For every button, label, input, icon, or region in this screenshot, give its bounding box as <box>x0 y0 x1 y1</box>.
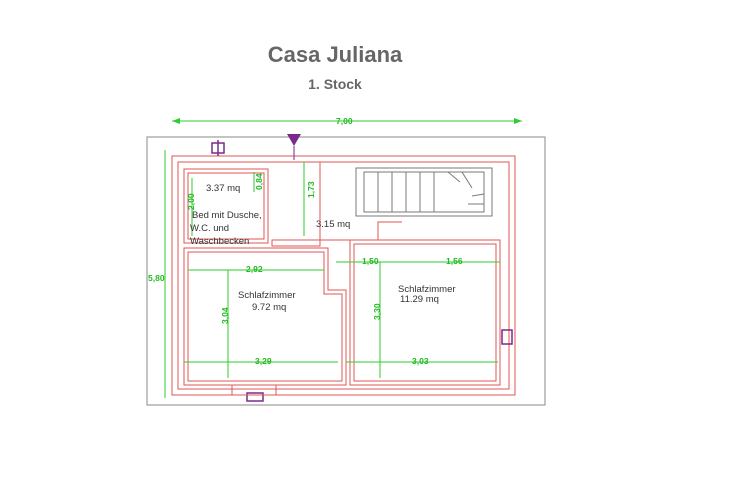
floor-subtitle: 1. Stock <box>308 76 362 92</box>
total-width-label: 7,00 <box>336 116 353 126</box>
plot-outline <box>146 136 546 406</box>
bottom-wall-opening <box>231 384 277 396</box>
bottom-right-label: 3,03 <box>412 356 429 366</box>
bath-window-label: 0,84 <box>254 173 264 190</box>
bath-area: 3.37 mq <box>206 183 240 194</box>
bath-name-line-1: Bed mit Dusche, <box>192 210 262 221</box>
bedroom-left-wall-inner <box>187 251 343 382</box>
left-room-height-label: 3,04 <box>220 307 230 324</box>
bedroom-right-area: 11.29 mq <box>400 294 439 305</box>
bath-wall <box>183 168 269 244</box>
bath-name-line-3: Waschbecken <box>190 236 249 247</box>
bedroom-right-wall <box>349 239 501 386</box>
entrance-marker <box>287 134 301 146</box>
staircase <box>355 167 493 217</box>
hall-depth-label: 1,73 <box>306 181 316 198</box>
right-room-height-label: 3,30 <box>372 303 382 320</box>
right-col-2-label: 1,56 <box>446 256 463 266</box>
plan-title: Casa Juliana <box>267 42 403 67</box>
outer-wall <box>171 155 516 396</box>
bottom-wall-window <box>246 392 264 402</box>
hall-area: 3.15 mq <box>316 219 350 230</box>
total-width-arrow-right <box>514 118 522 124</box>
hall-wall <box>275 161 402 241</box>
bath-name-line-2: W.C. und <box>190 223 229 234</box>
left-room-width-label: 2,92 <box>246 264 263 274</box>
hall-wall-2 <box>271 239 321 247</box>
total-width-arrow-left <box>172 118 180 124</box>
outer-wall-inner <box>177 161 510 390</box>
bath-height-label: 2,00 <box>186 193 196 210</box>
bedroom-right-wall-inner <box>353 243 497 382</box>
bedroom-right-name: Schlafzimmer <box>398 284 456 295</box>
bedroom-left-wall <box>183 247 347 386</box>
bottom-left-label: 3,29 <box>255 356 272 366</box>
bedroom-left-name: Schlafzimmer <box>238 290 296 301</box>
bedroom-left-area: 9.72 mq <box>252 302 286 313</box>
right-wall-window <box>501 329 513 345</box>
total-height-label: 5,80 <box>148 273 165 283</box>
right-col-1-label: 1,50 <box>362 256 379 266</box>
bath-wall-inner <box>187 172 265 240</box>
